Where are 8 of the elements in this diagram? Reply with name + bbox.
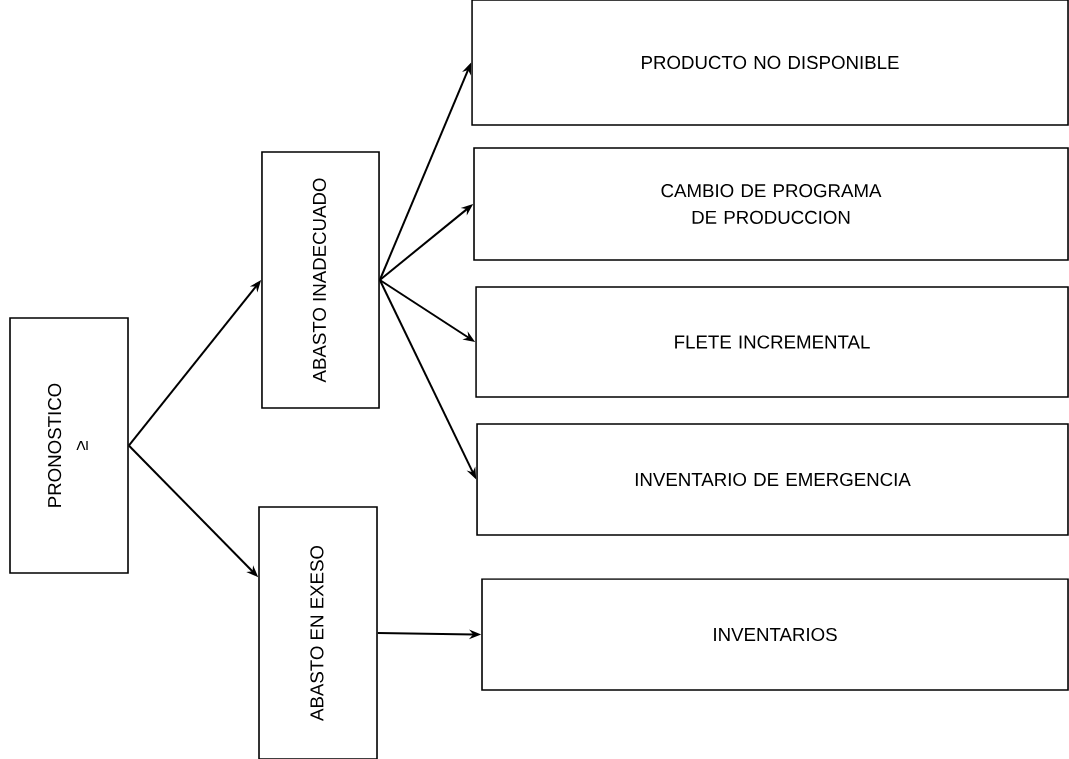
process-box: FLETE INCREMENTAL	[475, 286, 1069, 398]
process-box: INVENTARIOS	[481, 578, 1069, 691]
process-box: INVENTARIO DE EMERGENCIA	[476, 423, 1069, 536]
process-box: CAMBIO DE PROGRAMA DE PRODUCCION	[473, 147, 1069, 261]
process-box: PRODUCTO NO DISPONIBLE	[471, 0, 1069, 126]
rotated-box: ABASTO INADECUADO	[261, 151, 380, 409]
rotated-box: ABASTO EN EXESO	[258, 506, 378, 759]
rotated-box: PRONOSTICO ≥	[9, 317, 129, 574]
